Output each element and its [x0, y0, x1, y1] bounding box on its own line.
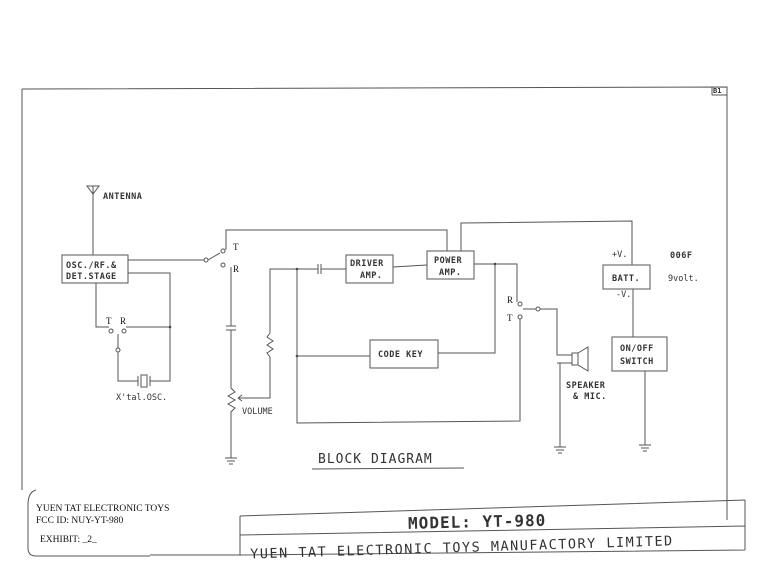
on-off-switch-block	[611, 336, 668, 372]
volume-circuit: VOLUME	[225, 267, 318, 465]
sheet-id: B1	[713, 87, 721, 95]
title-block: MODEL: YT-980 YUEN TAT ELECTRONIC TOYS M…	[150, 499, 746, 563]
battery-block	[602, 264, 651, 290]
onoff-label-1: ON/OFF	[620, 344, 654, 354]
title-underline	[311, 467, 465, 470]
antenna-icon	[86, 185, 100, 255]
speaker-label-1: SPEAKER	[566, 381, 606, 391]
osc-label-2: DET.STAGE	[66, 272, 117, 282]
onoff-label-2: SWITCH	[620, 357, 654, 367]
diagram-title: BLOCK DIAGRAM	[318, 452, 433, 467]
driver-label-1: DRIVER	[350, 259, 384, 269]
coupling-capacitor-icon	[317, 264, 346, 274]
company-name: YUEN TAT ELECTRONIC TOYS MANUFACTORY LIM…	[250, 533, 674, 562]
crystal-oscillator-circuit: T R X'tal.OSC.	[95, 272, 172, 403]
switch2-label-t: T	[507, 313, 513, 323]
code-key-label: CODE KEY	[378, 350, 423, 360]
ground-icon	[225, 457, 237, 465]
battery-voltage: 9volt.	[668, 274, 699, 284]
sheet-frame: B1	[21, 86, 728, 520]
driver-amp-block	[345, 254, 394, 284]
ground-icon	[639, 444, 651, 452]
speaker-icon	[571, 346, 589, 372]
amp-chain: DRIVER AMP. POWER AMP. CODE KEY	[295, 220, 633, 424]
battery-type: 006F	[670, 251, 692, 261]
resistor-icon	[266, 268, 318, 358]
exhibit-number: EXHIBIT: _2_	[40, 535, 97, 545]
battery-plus-label: +V.	[612, 250, 627, 260]
switch-label-t: T	[106, 316, 112, 326]
battery-minus-label: -V.	[616, 290, 631, 300]
power-amp-block	[426, 250, 475, 280]
capacitor-icon	[226, 267, 236, 388]
volume-label: VOLUME	[242, 407, 273, 417]
ground-icon	[554, 446, 566, 454]
power-label-2: AMP.	[439, 268, 461, 278]
osc-label-1: OSC./RF.&	[66, 261, 117, 271]
power-label-1: POWER	[434, 256, 462, 266]
tr-switch-2: R T SPEAKER & MIC.	[507, 295, 607, 454]
crystal-icon	[137, 376, 151, 386]
potentiometer-icon	[226, 387, 237, 458]
driver-label-2: AMP.	[360, 271, 382, 281]
exhibit-company: YUEN TAT ELECTRONIC TOYS	[36, 504, 169, 514]
osc-rf-det-stage-block: OSC./RF.& DET.STAGE	[61, 254, 129, 284]
switch2-label-r: R	[507, 295, 513, 305]
code-key-block	[369, 339, 439, 369]
exhibit-fcc-id: FCC ID: NUY-YT-980	[36, 516, 124, 526]
antenna: ANTENNA	[86, 185, 142, 255]
tr-switch-1: T R	[128, 229, 448, 274]
crystal-label: X'tal.OSC.	[116, 393, 167, 403]
switch1-label-t: T	[233, 242, 239, 252]
exhibit-label: YUEN TAT ELECTRONIC TOYS FCC ID: NUY-YT-…	[27, 489, 169, 557]
power-supply: BATT. +V. -V. 006F 9volt. ON/OFF SWITCH	[602, 250, 699, 452]
model-label: MODEL: YT-980	[408, 511, 547, 533]
switch-label-r: R	[120, 316, 126, 326]
antenna-label: ANTENNA	[103, 192, 142, 202]
batt-label: BATT.	[612, 274, 640, 284]
speaker-label-2: & MIC.	[573, 392, 607, 402]
switch1-label-r: R	[233, 264, 239, 274]
